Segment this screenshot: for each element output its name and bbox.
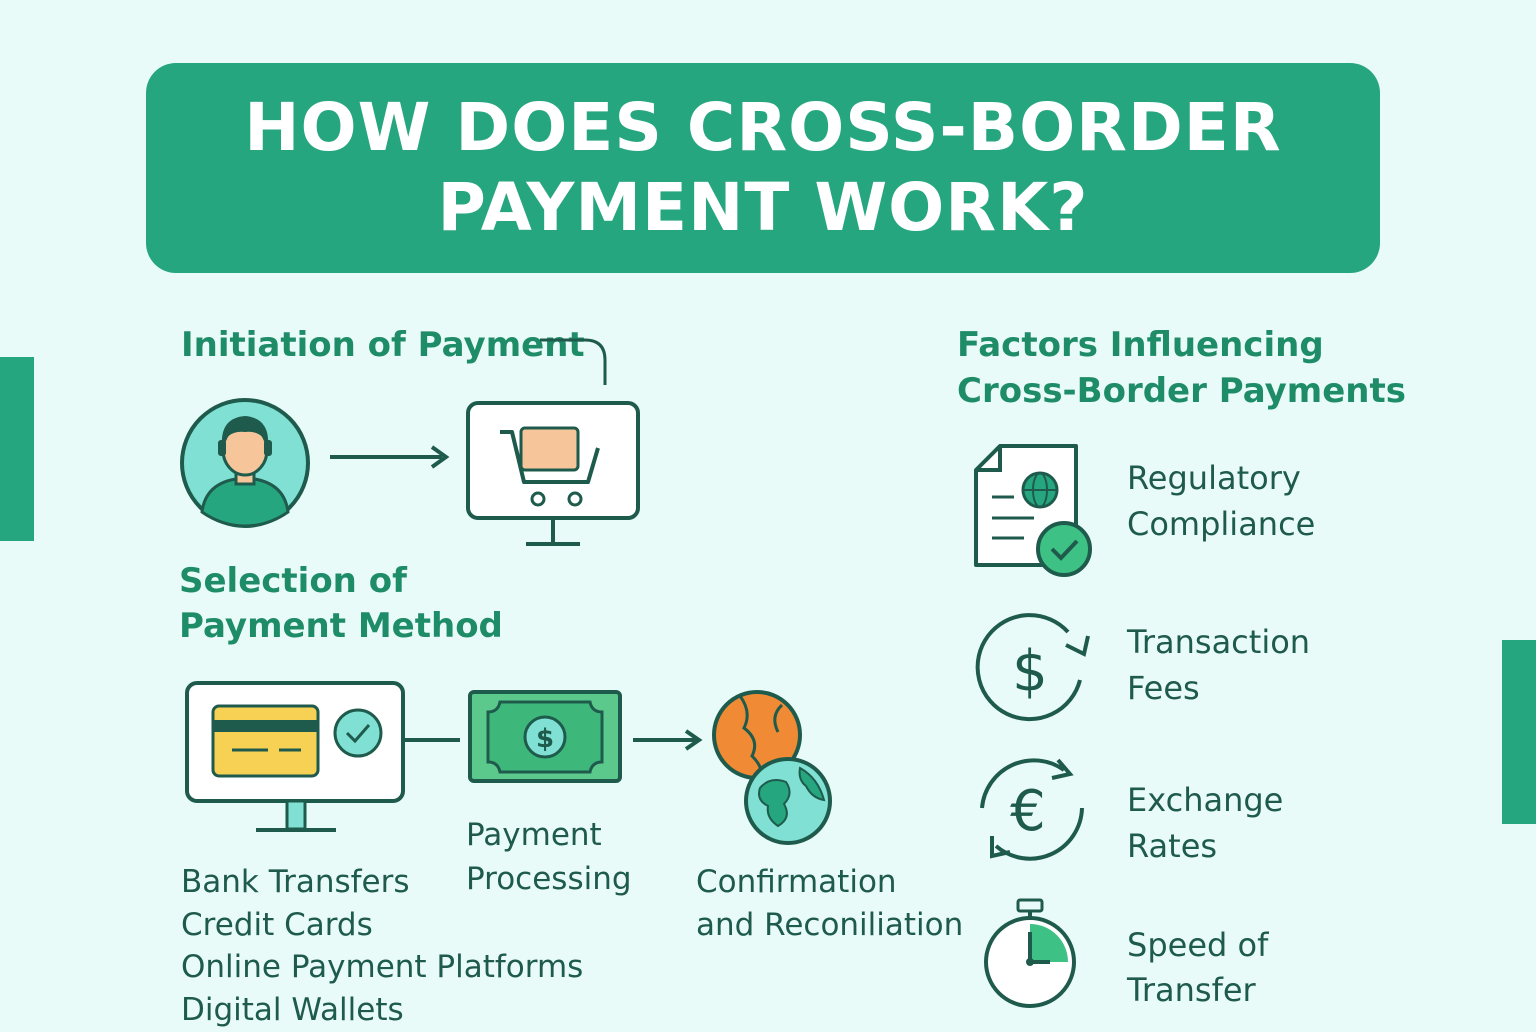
globes-icon — [712, 690, 832, 845]
euro-symbol: € — [1010, 779, 1046, 844]
right-edge-bar — [1502, 640, 1536, 824]
selection-heading-line2: Payment Method — [179, 606, 503, 646]
factor-speed-line1: Speed of — [1127, 926, 1269, 964]
document-check-icon — [974, 444, 1092, 577]
factor-regulatory-line2: Compliance — [1127, 505, 1316, 543]
credit-card-monitor-icon — [185, 681, 405, 832]
initiation-connector — [540, 338, 607, 385]
dollar-cycle-icon: $ — [975, 613, 1090, 722]
payment-method-digital-wallets: Digital Wallets — [181, 992, 404, 1028]
arrow-to-cart-icon — [330, 445, 450, 469]
title-banner: HOW DOES CROSS-BORDER PAYMENT WORK? — [146, 63, 1380, 273]
page-title-line1: HOW DOES CROSS-BORDER — [244, 89, 1282, 166]
arrow-to-globes-icon — [633, 729, 703, 751]
payment-flow-diagram: $ — [180, 338, 832, 845]
stopwatch-icon — [984, 898, 1076, 1008]
dollar-symbol: $ — [1012, 639, 1048, 704]
page-title-line2: PAYMENT WORK? — [437, 169, 1089, 246]
processing-label-line1: Payment — [466, 817, 602, 853]
factor-exchange-line2: Rates — [1127, 827, 1218, 865]
payment-method-bank-transfers: Bank Transfers — [181, 864, 410, 900]
banknote-icon: $ — [468, 690, 622, 783]
factors-heading-line1: Factors Influencing — [957, 325, 1324, 365]
euro-cycle-icon: € — [980, 758, 1084, 861]
factors-heading-line2: Cross-Border Payments — [957, 371, 1406, 411]
confirmation-label-line1: Confirmation — [696, 864, 897, 900]
selection-heading-line1: Selection of — [179, 561, 407, 601]
factor-fees-line2: Fees — [1127, 669, 1200, 707]
user-avatar-icon — [180, 398, 310, 528]
payment-method-online-platforms: Online Payment Platforms — [181, 949, 584, 985]
processing-label-line2: Processing — [466, 861, 632, 897]
factor-fees-line1: Transaction — [1127, 623, 1311, 661]
payment-method-credit-cards: Credit Cards — [181, 907, 373, 943]
shopping-cart-monitor-icon — [466, 401, 640, 546]
factor-exchange-line1: Exchange — [1127, 781, 1284, 819]
factor-speed-line2: Transfer — [1127, 971, 1256, 1009]
initiation-heading: Initiation of Payment — [181, 325, 585, 365]
factor-regulatory-line1: Regulatory — [1127, 459, 1301, 497]
confirmation-label-line2: and Reconiliation — [696, 907, 964, 943]
left-edge-bar — [0, 357, 34, 541]
banknote-dollar-symbol: $ — [536, 724, 554, 754]
